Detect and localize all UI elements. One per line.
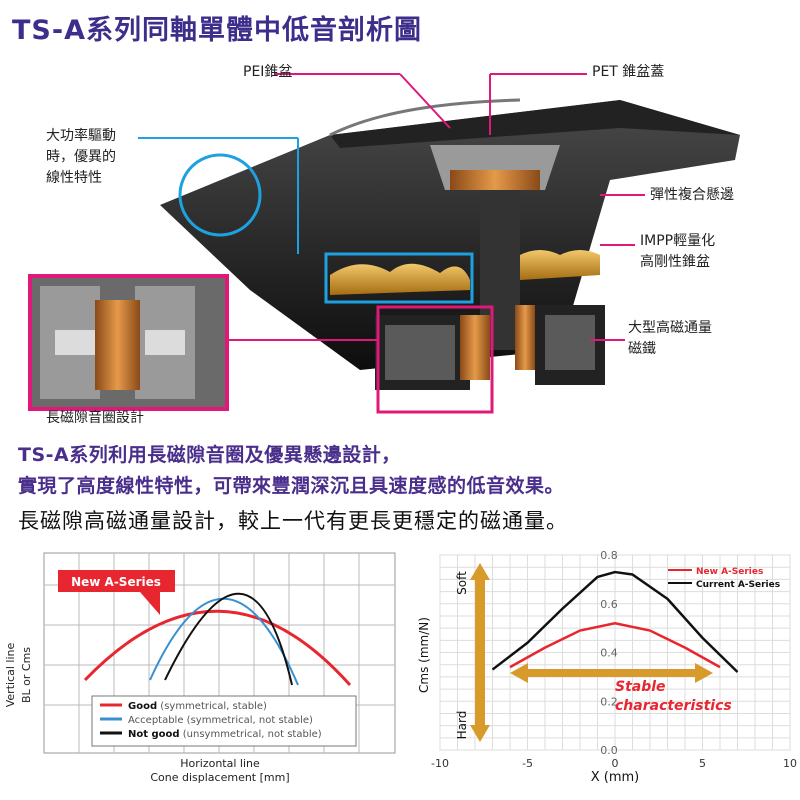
callout-magnet: 大型高磁通量 磁鐵 bbox=[628, 320, 712, 357]
cms-chart: -10 -5 0 5 10 0.0 0.2 0.4 0.6 0.8 Soft Hard Stabl… bbox=[417, 549, 797, 785]
left-ylabel-1: Vertical line bbox=[4, 643, 17, 708]
y-tick-3: 0.6 bbox=[600, 598, 618, 611]
page-title: TS-A系列同軸單體中低音剖析圖 bbox=[12, 15, 422, 46]
callout-impp-cone: IMPP輕量化 高剛性錐盆 bbox=[640, 233, 716, 270]
left-chart: New A-Series Good (symmetrical, stable) A… bbox=[4, 552, 396, 784]
curve-not-good bbox=[164, 592, 293, 686]
legend-label-2: Not good (unsymmetrical, not stable) bbox=[128, 729, 322, 740]
callout-pet-cap: PET 錐盆蓋 bbox=[592, 64, 665, 80]
x-tick-4: 10 bbox=[783, 757, 797, 770]
left-ylabel-2: BL or Cms bbox=[20, 647, 33, 703]
stable-label-1: Stable bbox=[615, 679, 666, 695]
headline-line-2: 實現了高度線性特性，可帶來豐潤深沉且具速度感的低音效果。 bbox=[18, 475, 565, 497]
cms-ylabel: Cms (mm/N) bbox=[417, 617, 431, 693]
cms-xlabel: X (mm) bbox=[591, 770, 640, 785]
y-tick-2: 0.4 bbox=[600, 647, 618, 660]
soft-hard-arrow bbox=[470, 563, 490, 742]
left-xlabel-2: Cone displacement [mm] bbox=[150, 771, 289, 784]
legend-label-0: Good (symmetrical, stable) bbox=[128, 701, 267, 712]
cms-chart-lines bbox=[491, 570, 739, 673]
cms-legend-label-1: Current A-Series bbox=[696, 580, 780, 590]
x-tick-0: -10 bbox=[431, 757, 449, 770]
legend-entries: Good (symmetrical, stable) Acceptable (sy… bbox=[100, 701, 322, 740]
new-a-series-badge: New A-Series bbox=[58, 570, 175, 615]
left-xlabel-1: Horizontal line bbox=[180, 757, 260, 770]
callout-high-power: 大功率驅動 時，優異的 線性特性 bbox=[46, 128, 116, 186]
x-tick-3: 5 bbox=[699, 757, 706, 770]
soft-label: Soft bbox=[455, 571, 469, 595]
stable-arrow bbox=[510, 663, 713, 683]
callout-long-gap-coil: 長磁隙音圈設計 bbox=[46, 410, 144, 426]
hard-label: Hard bbox=[455, 711, 469, 740]
curve-good bbox=[83, 609, 352, 687]
curve-acceptable bbox=[149, 597, 299, 686]
headline-line-1: TS-A系列利用長磁隙音圈及優異懸邊設計， bbox=[18, 444, 401, 466]
y-tick-4: 0.8 bbox=[600, 549, 618, 562]
speaker-cross-section-illustration bbox=[28, 73, 740, 414]
x-tick-2: 0 bbox=[612, 757, 619, 770]
stable-label-2: characteristics bbox=[615, 698, 732, 714]
callout-pei-cone: PEI錐盆 bbox=[243, 64, 293, 80]
cms-legend-label-0: New A-Series bbox=[696, 567, 763, 577]
left-chart-legend bbox=[91, 695, 357, 747]
subtext: 長磁隙高磁通量設計，較上一代有更長更穩定的磁通量。 bbox=[18, 509, 568, 533]
x-tick-1: -5 bbox=[522, 757, 533, 770]
badge-label: New A-Series bbox=[71, 575, 161, 589]
legend-label-1: Acceptable (symmetrical, not stable) bbox=[128, 715, 313, 726]
cms-chart-ticks: -10 -5 0 5 10 0.0 0.2 0.4 0.6 0.8 bbox=[431, 549, 797, 770]
y-tick-1: 0.2 bbox=[600, 695, 618, 708]
callout-surround: 彈性複合懸邊 bbox=[650, 187, 734, 203]
y-tick-0: 0.0 bbox=[600, 744, 618, 757]
